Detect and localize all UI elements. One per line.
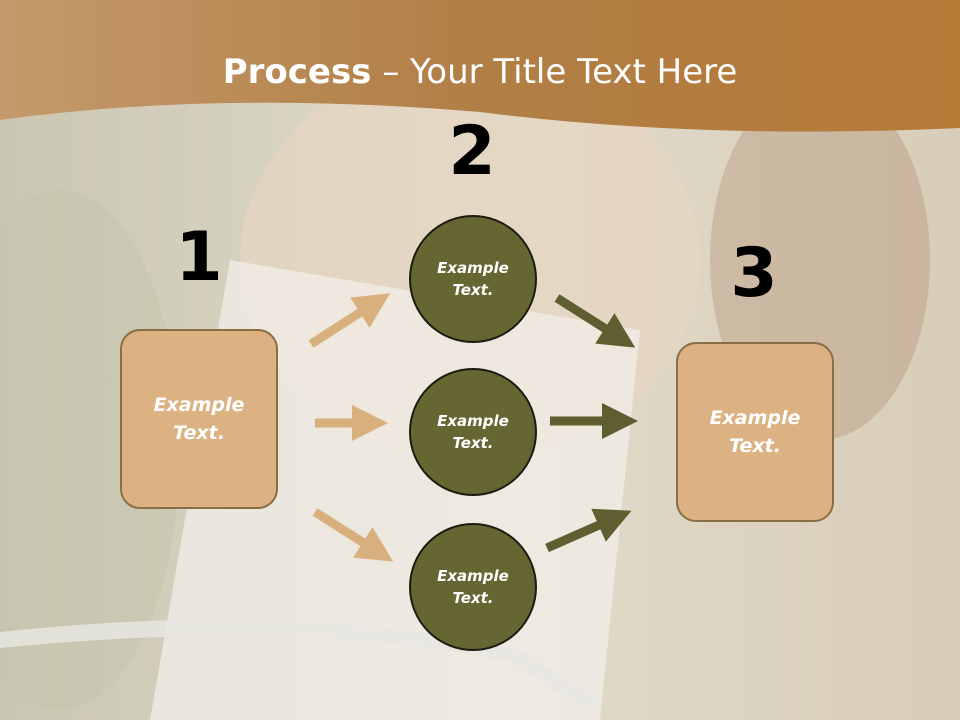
title-rest: – Your Title Text Here xyxy=(371,52,738,92)
title-bold: Process xyxy=(222,52,372,92)
arrow-top-to-right xyxy=(554,294,636,348)
page-title: Process – Your Title Text Here xyxy=(0,52,960,92)
arrow-left-to-top xyxy=(308,293,391,348)
step-number-2: 2 xyxy=(448,112,496,191)
arrow-left-to-bottom xyxy=(312,508,394,562)
step-number-3: 3 xyxy=(730,234,778,313)
arrow-bottom-to-right xyxy=(545,508,632,553)
step-number-1: 1 xyxy=(175,218,223,297)
